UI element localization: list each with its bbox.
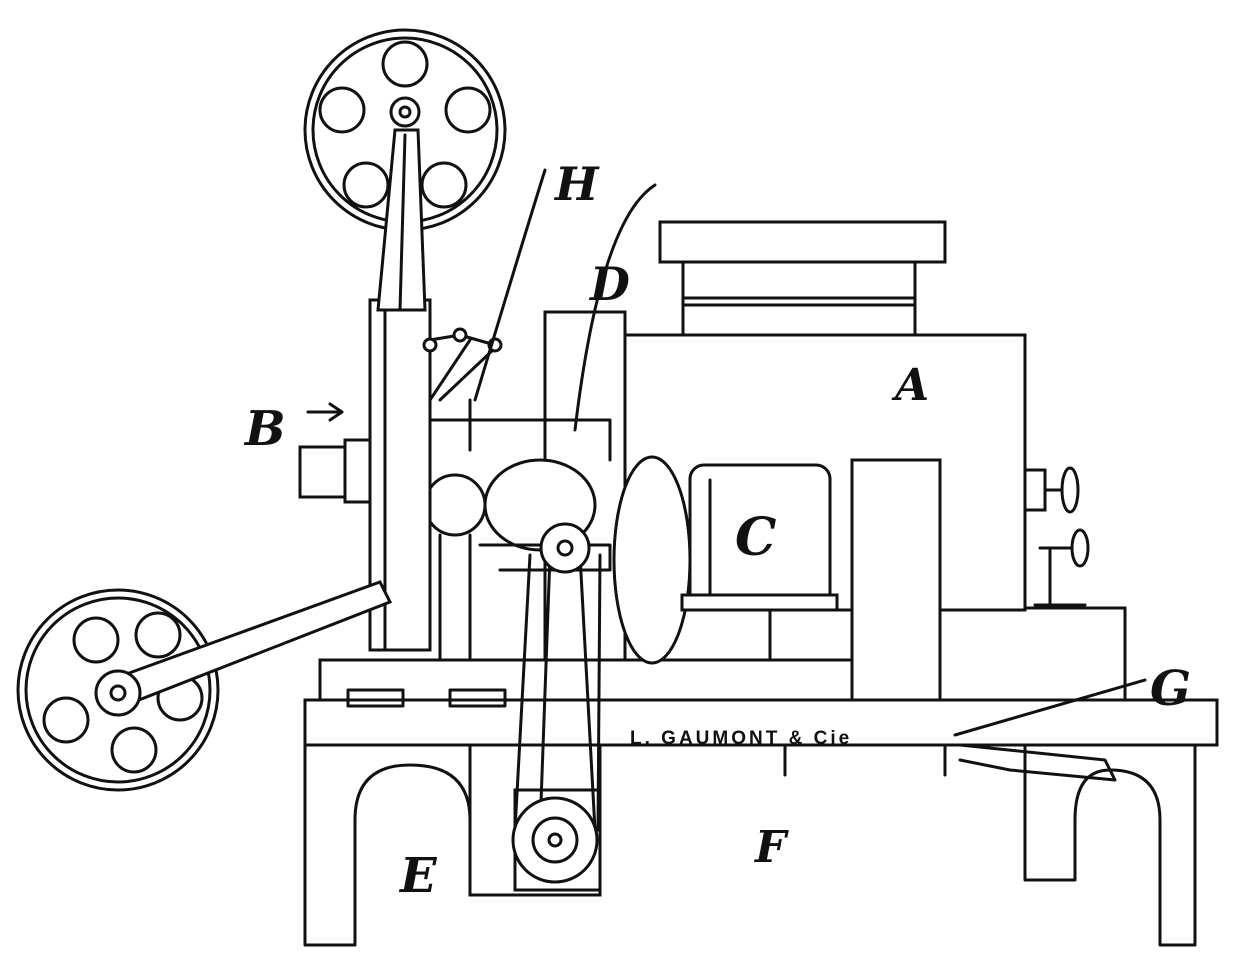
upper-reel xyxy=(303,28,507,312)
lower-box xyxy=(938,606,1127,702)
condenser-housing xyxy=(680,463,839,662)
label-h-leader xyxy=(473,168,547,402)
taps xyxy=(783,743,947,777)
base-plate xyxy=(318,658,942,702)
label-c: C xyxy=(735,507,776,568)
flywheel xyxy=(612,455,692,665)
lower-reel xyxy=(16,580,393,792)
label-b: B xyxy=(243,401,286,457)
motor xyxy=(468,522,602,897)
arrow-icon xyxy=(306,402,344,422)
label-h: H xyxy=(553,157,600,211)
slide-plate xyxy=(850,458,942,702)
label-a: A xyxy=(891,360,929,411)
label-d-leader xyxy=(573,183,657,432)
lever xyxy=(953,678,1147,782)
maker-plate: L. GAUMONT & Cie xyxy=(630,728,852,749)
label-f: F xyxy=(753,822,789,873)
label-g: G xyxy=(1150,661,1191,717)
label-d: D xyxy=(588,257,630,311)
label-e: E xyxy=(398,848,438,904)
